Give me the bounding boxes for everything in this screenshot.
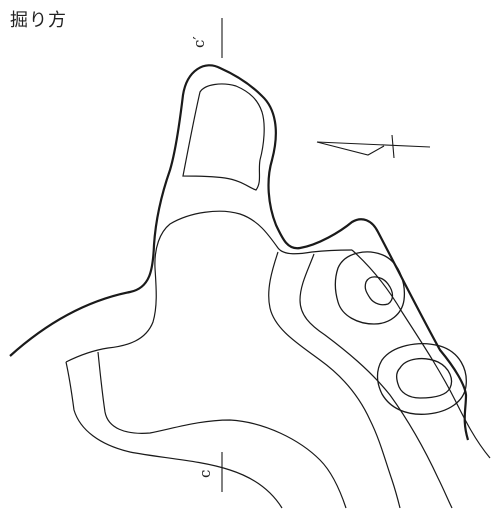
top-pit-outline (182, 83, 265, 191)
north-arrow-icon (316, 134, 431, 159)
lower-left-channel-outer (65, 361, 283, 509)
section-label-bottom: c (196, 470, 214, 478)
post-hole-upper-outer (334, 251, 406, 325)
figure-title: 掘り方 (10, 10, 67, 31)
section-label-top: c′ (190, 36, 208, 48)
outer-excavation-outline (9, 64, 470, 441)
right-channel-left-edge (299, 253, 453, 509)
central-pit-outline (65, 210, 401, 509)
post-hole-lower-outer (376, 343, 467, 415)
section-marker-top: c′ (190, 18, 223, 58)
right-channel-right-edge (351, 249, 491, 459)
lower-left-channel-inner (97, 351, 347, 509)
section-marker-bottom: c (196, 452, 223, 492)
post-hole-lower-inner (396, 357, 453, 399)
post-hole-upper-inner (364, 276, 394, 306)
